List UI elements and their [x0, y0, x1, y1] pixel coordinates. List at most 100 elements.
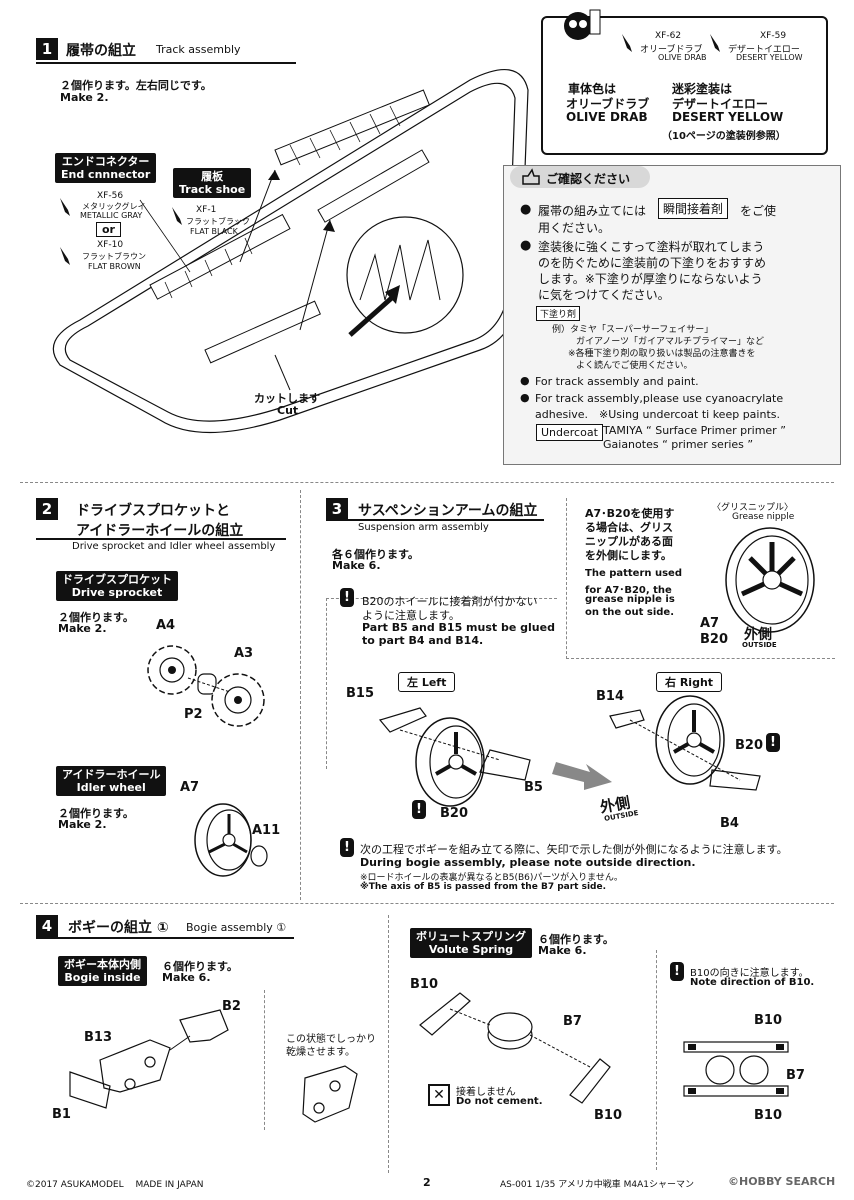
step4-make-en: Make 6. — [162, 971, 211, 984]
step3-make-en: Make 6. — [332, 559, 381, 572]
example-l3: ※各種下塗り剤の取り扱いは製品の注意書きを — [568, 349, 756, 359]
bogie-inside-en: Bogie inside — [64, 971, 141, 984]
footer-page-number: 2 — [423, 1176, 431, 1189]
step3-title-underline — [326, 519, 544, 521]
step2-title-en: Drive sprocket and Idler wheel assembly — [72, 541, 276, 552]
body-color-jp: 車体色は — [568, 82, 617, 96]
warning-icon: ! — [340, 838, 354, 857]
volute-spring-drawing — [419, 992, 611, 1104]
a7b20-jp-l1: A7･B20を使用す — [585, 507, 675, 520]
body-color-jp2: オリーブドラブ — [566, 97, 650, 111]
grease-nipple-en: Grease nipple — [732, 512, 795, 522]
grease-nipple-jp: 〈グリスニップル〉 — [712, 503, 794, 513]
xf62-en: OLIVE DRAB — [658, 53, 707, 62]
step2-title-l2: アイドラーホイールの組立 — [76, 523, 244, 539]
confirm-en1: For track assembly and paint. — [535, 375, 699, 388]
track-shoe-en: Track shoe — [179, 183, 246, 196]
part-b4: B4 — [720, 816, 739, 831]
a7b20-jp-l3: ニップルがある面 — [585, 535, 673, 548]
suspension-arm-drawing — [378, 695, 761, 807]
paint-brush-icon — [172, 207, 182, 225]
xf56-en: METALLIC GRAY — [80, 211, 143, 220]
step1-make-en: Make 2. — [60, 91, 109, 104]
divider-step2-step3 — [300, 490, 301, 900]
confirm-b1-box: 瞬間接着剤 — [658, 198, 729, 219]
step3-note2-sub-en: ※The axis of B5 is passed from the B7 pa… — [360, 882, 607, 892]
xf62-jp: オリーブドラブ — [640, 45, 703, 55]
drive-sprocket-drawing — [147, 645, 265, 727]
example-l4: よく読んでご使用ください。 — [576, 361, 693, 371]
confirm-en2-l2: adhesive. ※Using undercoat ti keep paint… — [535, 408, 780, 421]
part-a7-note: A7 — [700, 616, 720, 631]
part-p2: P2 — [184, 707, 203, 722]
step2-number: 2 — [36, 498, 58, 520]
step3-number: 3 — [326, 498, 348, 520]
idler-wheel-jp: アイドラーホイール — [62, 768, 161, 781]
part-b10-right-top: B10 — [754, 1013, 782, 1028]
end-connector-jp: エンドコネクター — [61, 155, 150, 168]
grease-nipple-wheel-drawing — [725, 527, 815, 633]
a7b20-en-l2: for A7･B20, the — [585, 585, 672, 596]
idler-wheel-tag: アイドラーホイール Idler wheel — [56, 766, 167, 796]
paint-box — [541, 16, 828, 155]
step2-make-jp: ２個作ります。 — [58, 611, 134, 624]
a7b20-jp-l2: る場合は、グリス — [585, 521, 673, 534]
step4-make2-jp: ６個作ります。 — [538, 933, 614, 946]
paint-brush-icon — [60, 247, 70, 265]
part-a11: A11 — [252, 823, 281, 838]
dry-note-l1: この状態でしっかり — [286, 1034, 376, 1045]
bogie-inside-tag: ボギー本体内側 Bogie inside — [58, 956, 147, 986]
footer-product: AS-001 1/35 アメリカ中戦車 M4A1シャーマン — [500, 1180, 695, 1190]
camo-jp2: デザートイエロー — [672, 97, 768, 111]
confirm-b2-l4: に気をつけてください。 — [538, 288, 670, 302]
part-b14: B14 — [596, 689, 624, 704]
step4-make2-en: Make 6. — [538, 944, 587, 957]
confirm-b2-l1: 塗装後に強くこすって塗料が取れてしまう — [538, 240, 765, 254]
step3-note2-en: During bogie assembly, please note outsi… — [360, 856, 696, 869]
part-b13: B13 — [84, 1030, 112, 1045]
divider-step4-right — [656, 950, 657, 1170]
step2-make-en: Make 2. — [58, 622, 107, 635]
bogie-dried-drawing — [302, 1065, 358, 1123]
confirm-en2-bullet: ● — [520, 391, 530, 404]
step4-title-en: Bogie assembly ① — [186, 921, 287, 934]
part-b7: B7 — [563, 1014, 582, 1029]
xf1-code: XF-1 — [196, 205, 217, 215]
xf1-en: FLAT BLACK — [190, 227, 238, 236]
part-a4: A4 — [156, 618, 176, 633]
step4-title-jp: ボギーの組立 ① — [68, 920, 169, 936]
part-b7-right: B7 — [786, 1068, 805, 1083]
tamiya-primer: TAMIYA “ Surface Primer primer ” — [603, 424, 786, 437]
example-l1: 例）タミヤ「スーパーサーフェイサー」 — [552, 325, 714, 335]
confirm-b2-bullet: ● — [520, 238, 532, 253]
undercoat-jp-box: 下塗り剤 — [536, 306, 581, 321]
hand-point-icon — [522, 168, 540, 185]
step3-make-jp: 各６個作ります。 — [332, 548, 419, 561]
body-color-en: OLIVE DRAB — [566, 110, 648, 124]
a7b20-en-l1: The pattern used — [585, 568, 682, 579]
part-b5: B5 — [524, 780, 543, 795]
step2-title-underline — [36, 538, 286, 540]
step3-note1-en-l2: to part B4 and B14. — [362, 634, 484, 647]
warning-icon: ! — [670, 962, 684, 981]
step4-number: 4 — [36, 915, 58, 937]
part-b2: B2 — [222, 999, 241, 1014]
example-l2: ガイアノーツ「ガイアマルチプライマー」など — [576, 337, 765, 347]
left-label-box: 左 Left — [398, 672, 456, 692]
confirm-title: ご確認ください — [546, 172, 631, 186]
a7b20-jp-l4: を外側にします。 — [585, 549, 672, 562]
outside-en: OUTSIDE — [742, 641, 777, 649]
divider-step4-mid — [388, 915, 389, 1173]
outside-jp: 外側 — [744, 627, 772, 643]
idler-wheel-drawing — [194, 803, 268, 877]
camo-ref: （10ページの塗装例参照） — [662, 131, 786, 142]
part-b1: B1 — [52, 1107, 71, 1122]
confirm-en1-bullet: ● — [520, 374, 530, 387]
divider-middle — [20, 903, 834, 904]
xf59-code: XF-59 — [760, 31, 787, 41]
step3-title-en: Suspension arm assembly — [358, 522, 489, 533]
track-shoe-tag: 履板 Track shoe — [173, 168, 252, 198]
step2-title-l1: ドライブスプロケットと — [76, 503, 230, 519]
divider-bogie-dry — [264, 990, 265, 1130]
warning-icon: ! — [766, 733, 780, 752]
